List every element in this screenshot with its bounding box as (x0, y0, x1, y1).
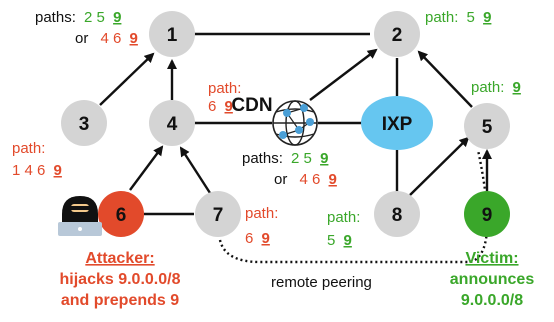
as-node-7[interactable] (195, 191, 241, 237)
path-value: 6 (208, 98, 216, 115)
as-node-4-label: 4 (167, 114, 178, 135)
paths-prefix: paths: (35, 9, 76, 26)
as-node-3-label: 3 (79, 114, 90, 135)
path-origin: 9 (329, 171, 337, 188)
hacker-icon (58, 196, 102, 236)
arrow-6-4 (129, 145, 164, 191)
as-node-7-label: 7 (213, 205, 224, 226)
arrow-cdn-2 (309, 48, 378, 101)
path-value: 2 5 (291, 150, 312, 167)
path-prefix: path: (425, 9, 458, 26)
ixp-label: IXP (382, 114, 413, 135)
path-origin: 9 (513, 79, 521, 96)
path-origin: 9 (262, 230, 270, 247)
remote-peering-label: remote peering (271, 274, 372, 291)
path-origin: 9 (344, 232, 352, 249)
path-origin: 9 (225, 98, 233, 115)
path-annotation-node8-line1: path: (327, 209, 360, 226)
path-origin: 9 (320, 150, 328, 167)
as-node-1-label: 1 (167, 25, 178, 46)
victim-line2: 9.0.0.0/8 (461, 292, 523, 309)
ixp-node[interactable] (361, 96, 433, 150)
arrow-7-4 (179, 146, 212, 194)
path-annotation-node5: path: 9 (471, 79, 521, 96)
as-node-8-label: 8 (392, 205, 403, 226)
cdn-globe-icon[interactable] (272, 100, 318, 146)
path-annotation-node4-line1: path: (208, 80, 241, 97)
as-node-8[interactable] (374, 191, 420, 237)
victim-title: Victim: (465, 250, 518, 267)
path-origin: 9 (113, 9, 121, 26)
attacker-line1: hijacks 9.0.0.0/8 (60, 271, 181, 288)
path-value: 1 4 6 (12, 162, 45, 179)
as-node-4[interactable] (149, 100, 195, 146)
path-origin: 9 (130, 30, 138, 47)
remote-peering-link (218, 149, 489, 264)
attacker-line2: and prepends 9 (61, 292, 179, 309)
path-origin: 9 (483, 9, 491, 26)
path-annotation-node4-line2: 6 9 (208, 98, 233, 115)
as-node-9[interactable] (464, 191, 510, 237)
arrow-8-5 (409, 136, 470, 196)
cdn-label: CDN (231, 95, 272, 116)
path-annotation-node7-line1: path: (245, 205, 278, 222)
path-value: 4 6 (300, 171, 321, 188)
as-node-2-label: 2 (392, 25, 403, 46)
arrow-3-1 (99, 52, 155, 106)
path-value: 5 (327, 232, 335, 249)
path-annotation-cdn-line1: paths: 2 5 9 (242, 150, 328, 167)
path-annotation-node3-line1: path: (12, 140, 45, 157)
victim-line1: announces (450, 271, 535, 288)
as-node-2[interactable] (374, 11, 420, 57)
as-node-3[interactable] (61, 100, 107, 146)
as-node-6[interactable] (98, 191, 144, 237)
attacker-title: Attacker: (85, 250, 154, 267)
as-node-1[interactable] (149, 11, 195, 57)
path-annotation-node8-line2: 5 9 (327, 232, 352, 249)
as-node-5-label: 5 (482, 117, 493, 138)
path-annotation-node2: path: 5 9 (425, 9, 491, 26)
as-node-6-label: 6 (116, 205, 127, 226)
or-label: or (274, 171, 287, 188)
path-annotation-cdn-line2: or 4 6 9 (274, 171, 337, 188)
path-annotation-node1-line1: paths: 2 5 9 (35, 9, 121, 26)
or-label: or (75, 30, 88, 47)
path-value: 6 (245, 230, 253, 247)
path-value: 4 6 (101, 30, 122, 47)
path-prefix: path: (471, 79, 504, 96)
path-value: 5 (467, 9, 475, 26)
paths-prefix: paths: (242, 150, 283, 167)
path-origin: 9 (54, 162, 62, 179)
path-annotation-node7-line2: 6 9 (245, 230, 270, 247)
path-annotation-node1-line2: or 4 6 9 (75, 30, 138, 47)
path-value: 2 5 (84, 9, 105, 26)
as-node-5[interactable] (464, 103, 510, 149)
path-annotation-node3-line2: 1 4 6 9 (12, 162, 62, 179)
as-node-9-label: 9 (482, 205, 493, 226)
arrow-5-2 (417, 50, 473, 108)
